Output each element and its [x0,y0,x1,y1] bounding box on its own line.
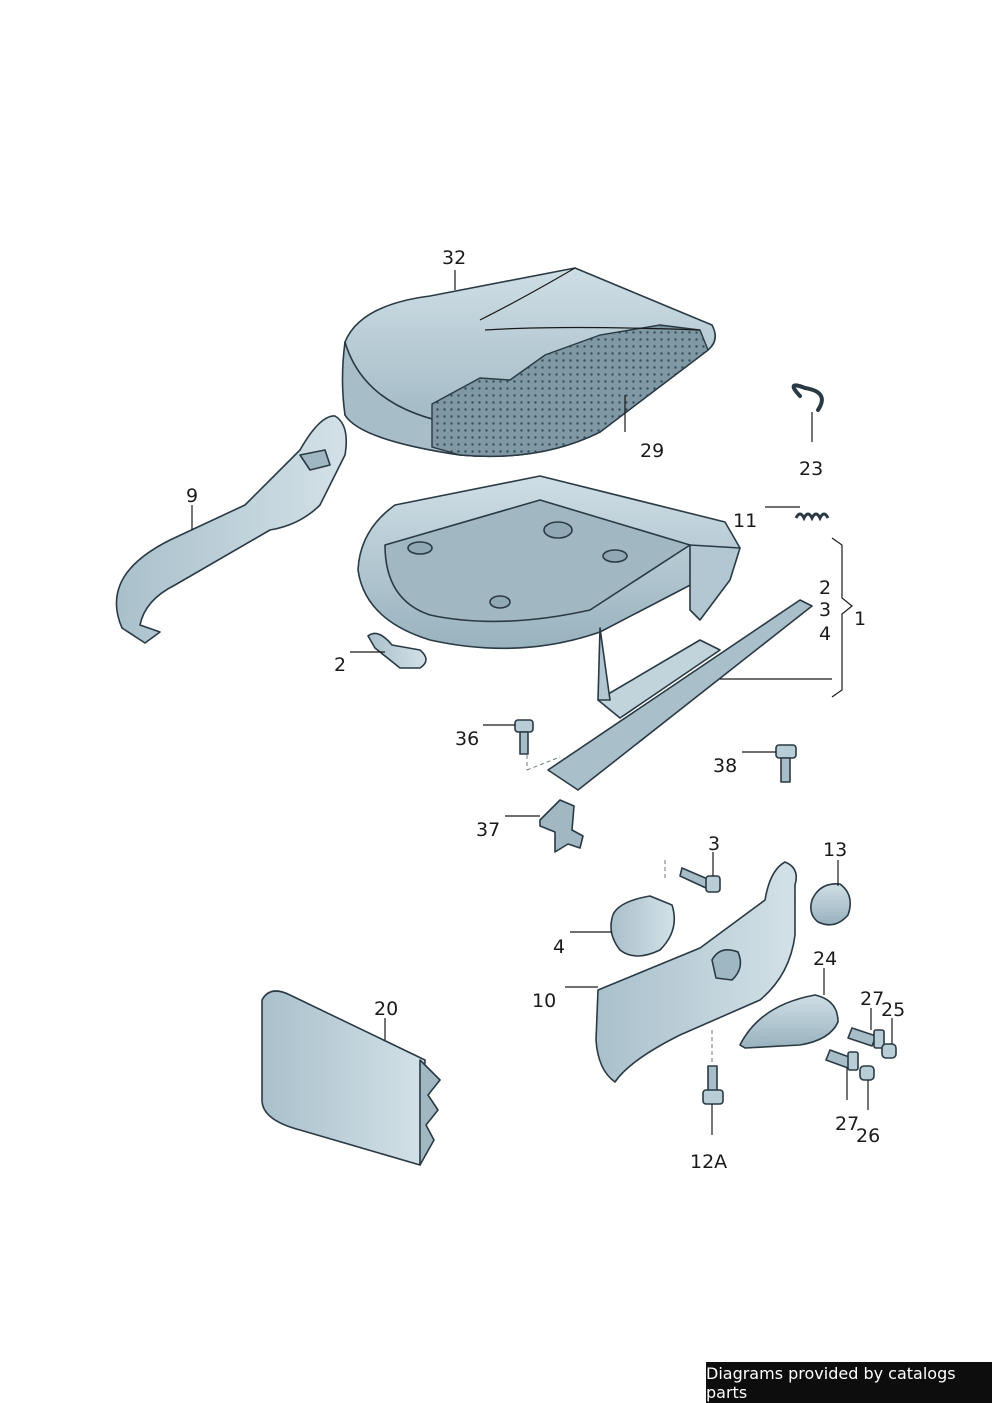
bracket-part [539,799,584,853]
provider-badge: Diagrams provided by catalogs parts [706,1362,992,1403]
callout-4-lower: 4 [553,936,566,958]
callout-12A: 12A [690,1151,728,1173]
fastener-26-part [859,1065,875,1081]
callout-1: 1 [854,608,867,630]
callout-26: 26 [856,1125,881,1147]
callout-38: 38 [713,755,738,777]
knob-part [810,883,851,926]
side-trim-part [115,415,348,644]
callout-20: 20 [374,998,399,1020]
screw-3-part [679,867,721,893]
cover-part [739,994,839,1049]
callout-25: 25 [881,999,906,1021]
callout-3-upper: 3 [819,599,832,621]
callout-11: 11 [733,510,758,532]
callout-2-lower: 2 [334,654,347,676]
lever-part [367,632,427,669]
screw-12a-part [702,1065,724,1105]
callout-10: 10 [532,990,557,1012]
seat-cushion-part [341,267,716,458]
fastener-25-part [881,1043,897,1059]
callout-4-upper: 4 [819,623,832,645]
callout-3-lower: 3 [708,833,721,855]
leader-lines [191,270,893,1135]
fastener-27-upper-part [847,1027,885,1049]
back-panel-part [261,990,441,1166]
side-panel-part [595,861,798,1083]
seat-frame-part [357,475,813,791]
callout-13: 13 [823,839,848,861]
callout-27-lower: 27 [835,1113,860,1135]
fastener-27-lower-part [825,1049,859,1071]
callout-23: 23 [799,458,824,480]
callout-36: 36 [455,728,480,750]
bolt-36-part [514,719,534,755]
callout-9: 9 [186,485,199,507]
callout-29: 29 [640,440,665,462]
callout-24: 24 [813,948,838,970]
spring-part [794,512,830,522]
callout-32: 32 [442,247,467,269]
callout-37: 37 [476,819,501,841]
clip-part [791,383,824,412]
bolt-38-part [775,744,797,783]
callout-2-upper: 2 [819,577,832,599]
adjuster-part [610,895,676,957]
callout-27-upper: 27 [860,988,885,1010]
